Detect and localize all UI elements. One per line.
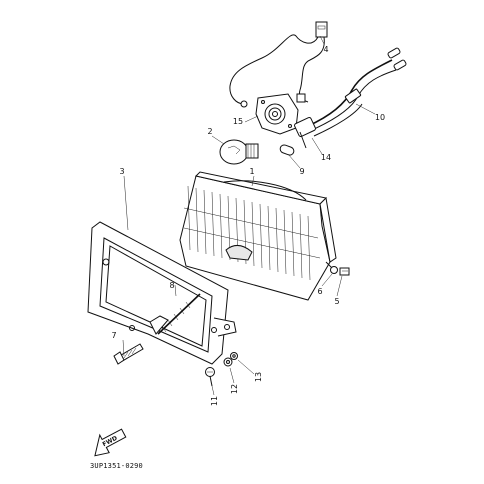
part-4-connector-wire xyxy=(229,21,328,108)
callout-7: 7 xyxy=(111,331,116,340)
callout-13: 13 xyxy=(254,372,263,382)
callout-8: 8 xyxy=(169,281,174,290)
callout-9: 9 xyxy=(299,167,304,176)
callout-2: 2 xyxy=(207,127,212,136)
part-12-washer xyxy=(223,357,233,367)
callout-12: 12 xyxy=(230,384,239,394)
part-13-washer xyxy=(230,352,238,360)
part-3-headlight-rim xyxy=(87,221,237,365)
callout-11: 11 xyxy=(210,396,219,406)
leader-lines xyxy=(122,35,376,396)
part-8-adjusting-screw xyxy=(157,293,201,335)
callout-6: 6 xyxy=(317,287,322,296)
callout-5: 5 xyxy=(334,297,339,306)
part-5-screw xyxy=(339,267,350,276)
part-14-pilot-socket xyxy=(294,117,316,149)
callout-10: 10 xyxy=(375,113,385,122)
part-9-pilot-bulb xyxy=(279,144,295,156)
part-10-wire-harness xyxy=(307,47,407,137)
callout-1: 1 xyxy=(249,167,254,176)
part-15-bulb-socket xyxy=(255,93,299,135)
part-11-screw xyxy=(205,367,215,387)
part-7-screw xyxy=(113,343,144,365)
fwd-arrow-icon: FWD xyxy=(94,428,127,457)
callout-4: 4 xyxy=(323,45,328,54)
part-6-nut xyxy=(330,266,338,274)
part-1-headlight-unit xyxy=(179,171,337,301)
drawing-code: 3UP1351-0290 xyxy=(90,462,143,470)
callout-15: 15 xyxy=(233,117,243,126)
callout-14: 14 xyxy=(321,153,331,162)
callout-numbers: 1 2 3 4 5 6 7 8 9 10 11 12 13 14 15 xyxy=(111,45,385,406)
fwd-label: FWD xyxy=(101,435,118,449)
part-2-headlight-bulb xyxy=(219,139,259,165)
callout-3: 3 xyxy=(119,167,124,176)
